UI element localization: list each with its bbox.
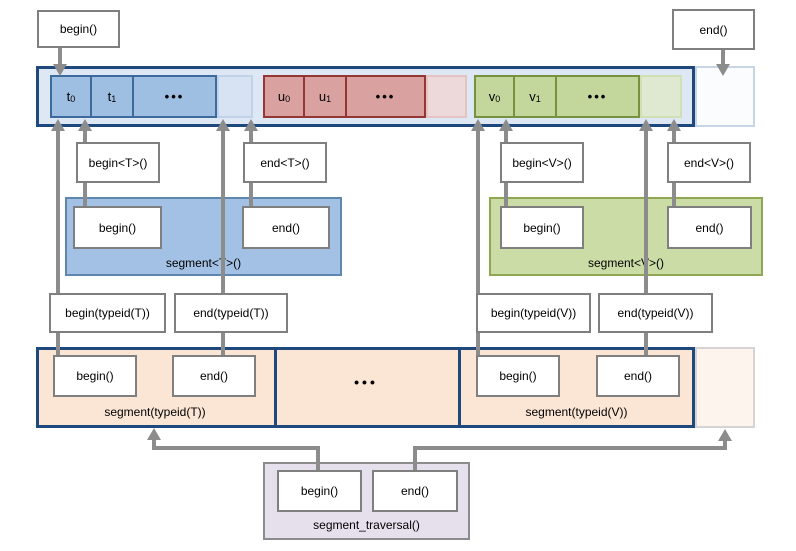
cell-u-past-end: [426, 75, 467, 118]
arrow-down-top-end-icon: [716, 64, 730, 76]
segment-traversal-label: segment_traversal(): [313, 518, 420, 532]
segment-bar-divider-1: [274, 350, 277, 425]
arrow-up-begin-typeid-v-icon: [471, 119, 485, 131]
segment-typeid-bar: [36, 347, 695, 428]
cell-v-ellipsis: •••: [555, 75, 640, 118]
cell-t0-base: t: [66, 89, 71, 104]
arrow-up-traversal-begin-icon: [147, 428, 161, 440]
arrow-up-end-v-icon: [667, 119, 681, 131]
cell-u0-sub: 0: [285, 93, 291, 104]
stub-begin-typeid-v: [476, 331, 480, 357]
segment-typeid-v-end-box: end(): [596, 355, 680, 397]
segment-typeid-t-label: segment(typeid(T)): [104, 405, 206, 419]
stub-begin-typeid-t: [56, 331, 60, 357]
segment-t-label: segment<T>(): [165, 256, 242, 270]
end-typeid-t-box: end(typeid(T)): [174, 293, 288, 333]
cell-u-ellipsis: •••: [345, 75, 426, 118]
connector-top-end: [721, 48, 725, 66]
cell-v1-base: v: [529, 89, 536, 104]
cell-u1-base: u: [318, 89, 327, 104]
stub-end-typeid-v: [644, 331, 648, 357]
cell-t-ellipsis: •••: [132, 75, 217, 118]
arrow-up-begin-v-icon: [499, 119, 513, 131]
connector-top-begin: [58, 46, 62, 66]
end-t-box: end<T>(): [243, 142, 327, 183]
arrow-up-begin-typeid-t-icon: [51, 119, 65, 131]
cell-u0-base: u: [277, 89, 286, 104]
cell-u1-sub: 1: [326, 93, 332, 104]
segment-v-end-box: end(): [667, 206, 752, 249]
top-end-box: end(): [672, 9, 755, 50]
connector-end-typeid-v: [644, 131, 648, 293]
connector-end-typeid-t: [221, 131, 225, 293]
traversal-end-box: end(): [372, 470, 458, 512]
segment-typeid-v-begin-box: begin(): [476, 355, 560, 397]
arrow-up-end-typeid-v-icon: [639, 119, 653, 131]
arrow-up-end-typeid-t-icon: [216, 119, 230, 131]
arrow-down-top-begin-icon: [53, 64, 67, 76]
end-typeid-v-box: end(typeid(V)): [598, 293, 713, 333]
connector-traversal-begin-stub: [152, 439, 156, 448]
cell-t1-base: t: [107, 89, 112, 104]
cell-v0-sub: 0: [495, 93, 501, 104]
segment-typeid-t-end-box: end(): [172, 355, 256, 397]
segment-typeid-v-label: segment(typeid(V)): [525, 405, 628, 419]
segment-bar-ellipsis: •••: [354, 374, 378, 390]
connector-traversal-end-vertical: [413, 446, 417, 472]
cell-v0-base: v: [488, 89, 496, 104]
traversal-begin-box: begin(): [277, 470, 362, 512]
begin-typeid-t-box: begin(typeid(T)): [49, 293, 166, 333]
arrow-up-traversal-end-icon: [718, 429, 732, 441]
begin-typeid-v-box: begin(typeid(V)): [476, 293, 591, 333]
connector-begin-typeid-v: [476, 131, 480, 293]
arrow-up-begin-t-icon: [78, 119, 92, 131]
cell-v-past-end: [640, 75, 682, 118]
connector-traversal-begin-horizontal: [152, 446, 320, 450]
segment-v-label: segment<V>(): [587, 256, 665, 270]
segment-bar-end-extension: [695, 347, 755, 428]
connector-traversal-begin-vertical: [316, 446, 320, 472]
connector-traversal-end-stub: [723, 440, 727, 448]
begin-t-box: begin<T>(): [76, 142, 160, 183]
connector-traversal-end-horizontal: [413, 446, 727, 450]
cell-t0-sub: 0: [70, 93, 76, 104]
segment-typeid-t-begin-box: begin(): [53, 355, 137, 397]
cell-v1-sub: 1: [535, 93, 541, 104]
top-begin-box: begin(): [37, 10, 120, 48]
connector-begin-typeid-t: [56, 131, 60, 293]
cell-t1-sub: 1: [111, 93, 117, 104]
segment-t-end-box: end(): [242, 206, 330, 249]
segment-bar-divider-2: [458, 350, 461, 425]
end-v-box: end<V>(): [667, 142, 751, 183]
cell-t-past-end: [217, 75, 253, 118]
stub-end-typeid-t: [221, 331, 225, 357]
begin-v-box: begin<V>(): [500, 142, 584, 183]
arrow-up-end-t-icon: [244, 119, 258, 131]
segment-v-begin-box: begin(): [500, 206, 584, 249]
segment-t-begin-box: begin(): [73, 206, 162, 249]
